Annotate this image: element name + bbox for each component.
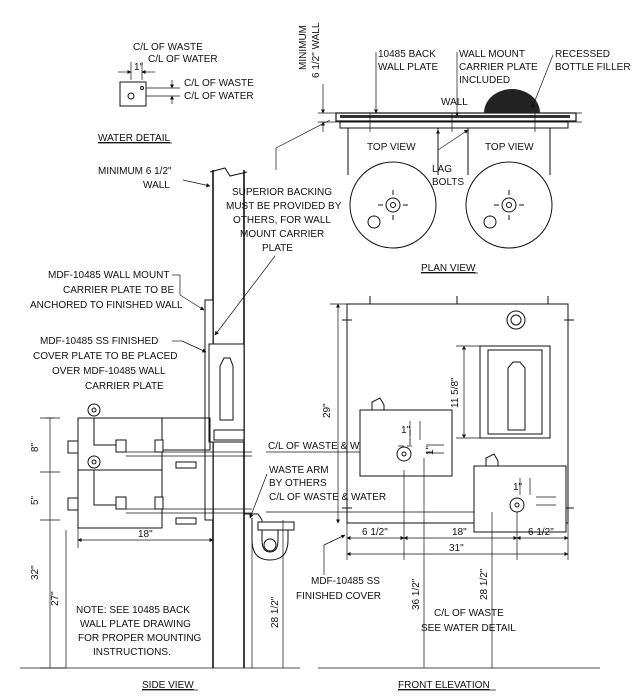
plan-view-title: PLAN VIEW: [421, 263, 476, 274]
sv-cover-note-3: OVER MDF-10485 WALL: [52, 366, 166, 377]
fe-dim-28-5: 28 1/2": [479, 568, 490, 600]
wd-dim-1: 1": [134, 62, 144, 73]
sv-backing-3: OTHERS, FOR WALL: [233, 215, 331, 226]
sv-note-3: FOR PROPER MOUNTING: [78, 633, 202, 644]
pv-back-plate-1: 10485 BACK: [378, 49, 436, 60]
wd-cl-water-2: C/L OF WATER: [184, 91, 254, 102]
fe-cl-2: SEE WATER DETAIL: [421, 623, 516, 634]
sv-min-wall-2: WALL: [143, 180, 170, 191]
fe-dim-1-c: 1": [513, 482, 523, 493]
water-detail: C/L OF WASTE C/L OF WATER 1" C/L OF WAST…: [98, 42, 254, 144]
water-point: [140, 86, 144, 90]
pv-lag-2: BOLTS: [432, 177, 464, 188]
water-detail-title: WATER DETAIL: [98, 133, 170, 144]
sv-carrier-note-1: MDF-10485 WALL MOUNT: [48, 270, 170, 281]
front-elevation: 1" 1" 1" 29" 11 5/8" 6 1/2" 18" 6 1/2" 3…: [296, 296, 600, 691]
sv-min-wall-1: MINIMUM 6 1/2": [98, 166, 172, 177]
pv-top-view-left: TOP VIEW: [367, 142, 416, 153]
fe-cl-1: C/L OF WASTE: [434, 608, 504, 619]
sv-dim-27: 27": [50, 591, 61, 606]
sv-waste-arm-1: WASTE ARM: [269, 465, 329, 476]
fe-dim-1-a: 1": [401, 425, 411, 436]
fe-dim-36-5: 36 1/2": [411, 578, 422, 610]
water-detail-box: [119, 81, 147, 107]
sv-waste-arm-2: BY OTHERS: [269, 478, 327, 489]
pv-lag-1: LAG: [432, 164, 452, 175]
wd-cl-water: C/L OF WATER: [148, 54, 218, 65]
pv-carrier-2: CARRIER PLATE: [459, 62, 538, 73]
side-view: MINIMUM 6 1/2" WALL SUPERIOR BACKING MUS…: [20, 119, 516, 691]
fountain-top-right: TOP VIEW: [465, 128, 553, 249]
plan-view: MINIMUM 6 1/2" WALL WALL 10485 BACK WALL…: [298, 22, 631, 274]
fe-dim-11-5-8: 11 5/8": [450, 377, 461, 408]
sv-dim-28-5: 28 1/2": [270, 596, 281, 628]
wd-cl-waste-2: C/L OF WASTE: [184, 78, 254, 89]
sv-backing-1: SUPERIOR BACKING: [232, 187, 332, 198]
sv-carrier-note-2: CARRIER PLATE TO BE: [63, 285, 174, 296]
sv-cover-note-2: COVER PLATE TO BE PLACED: [33, 351, 178, 362]
fountain-top-left: TOP VIEW: [347, 128, 439, 249]
sv-dim-8: 8": [30, 442, 41, 452]
pv-carrier-1: WALL MOUNT: [459, 49, 525, 60]
pv-bottle-2: BOTTLE FILLER: [555, 62, 631, 73]
wd-cl-waste: C/L OF WASTE: [133, 42, 203, 53]
fe-cover-1: MDF-10485 SS: [311, 576, 380, 587]
fe-dim-18: 18": [452, 527, 467, 538]
sv-backing-2: MUST BE PROVIDED BY: [226, 201, 342, 212]
fe-dim-1-b: 1": [425, 445, 436, 455]
fe-dim-6-5-left: 6 1/2": [362, 527, 388, 538]
fe-dim-29: 29": [322, 403, 333, 418]
recessed-bottle-filler-shape: [484, 89, 540, 113]
sv-note-4: INSTRUCTIONS.: [93, 647, 171, 658]
sv-dim-5: 5": [30, 495, 41, 505]
pv-carrier-3: INCLUDED: [459, 75, 510, 86]
pv-back-plate-2: WALL PLATE: [378, 62, 439, 73]
front-elevation-title: FRONT ELEVATION: [398, 680, 490, 691]
sv-backing-4: MOUNT CARRIER: [240, 229, 324, 240]
sv-cover-note-4: CARRIER PLATE: [85, 381, 164, 392]
pv-top-view-right: TOP VIEW: [485, 142, 534, 153]
fe-dim-6-5-right: 6 1/2": [528, 527, 554, 538]
sv-note-1: NOTE: SEE 10485 BACK: [76, 605, 190, 616]
pv-bottle-1: RECESSED: [555, 49, 610, 60]
sv-cl-waste-water-1: C/L OF WASTE & WATER: [268, 441, 385, 452]
pv-min-wall-1: MINIMUM: [298, 25, 309, 70]
side-view-title: SIDE VIEW: [142, 680, 194, 691]
sv-carrier-note-3: ANCHORED TO FINISHED WALL: [30, 300, 183, 311]
side-bottle-filler: [208, 343, 245, 443]
pv-min-wall-2: 6 1/2" WALL: [311, 22, 322, 78]
sv-dim-32: 32": [30, 565, 41, 580]
fe-cover-2: FINISHED COVER: [296, 591, 381, 602]
side-fountain-lower: [67, 455, 197, 529]
sv-backing-5: PLATE: [262, 243, 293, 254]
sv-note-2: WALL PLATE DRAWING: [80, 619, 191, 630]
sv-cl-waste-water-2: C/L OF WASTE & WATER: [269, 492, 386, 503]
waste-point: [127, 92, 135, 100]
pv-wall-label: WALL: [441, 97, 468, 108]
fe-dim-31: 31": [449, 543, 464, 554]
sv-dim-18: 18": [138, 529, 153, 540]
sv-cover-note-1: MDF-10485 SS FINISHED: [40, 336, 158, 347]
